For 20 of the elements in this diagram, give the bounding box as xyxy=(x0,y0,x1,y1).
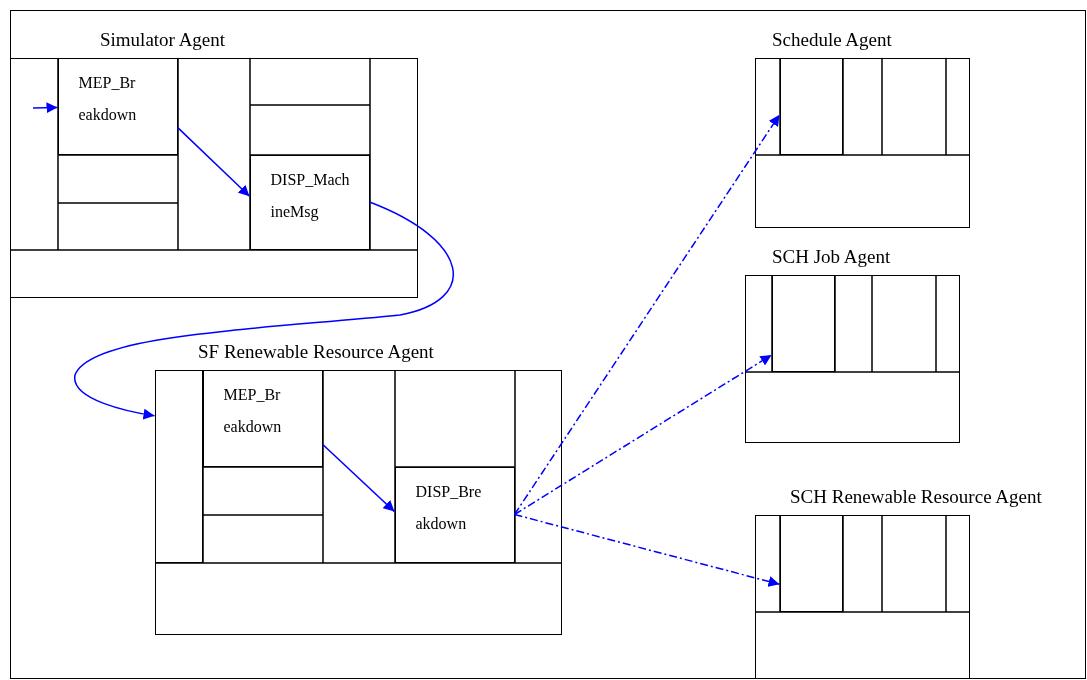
agent-title: SF Renewable Resource Agent xyxy=(198,340,435,364)
arrow xyxy=(321,443,396,513)
agent-title: SCH Job Agent xyxy=(772,245,892,269)
agent-title: Schedule Agent xyxy=(772,28,893,52)
agent-title: SCH Renewable Resource Agent xyxy=(790,485,1043,509)
message-slot: MEP_Breakdown xyxy=(202,369,323,467)
empty-slot xyxy=(779,57,843,155)
message-slot: DISP_Breakdown xyxy=(394,466,515,563)
empty-slot xyxy=(771,274,835,372)
arrow xyxy=(513,114,781,516)
empty-slot xyxy=(154,369,203,563)
arrow xyxy=(74,201,454,420)
arrow xyxy=(176,126,251,198)
arrow xyxy=(513,513,781,587)
arrow xyxy=(32,102,59,114)
agent-title: Simulator Agent xyxy=(100,28,227,52)
arrow xyxy=(513,354,773,516)
message-slot: MEP_Breakdown xyxy=(57,57,178,155)
message-slot: DISP_MachineMsg xyxy=(249,154,370,250)
empty-slot xyxy=(779,514,843,612)
